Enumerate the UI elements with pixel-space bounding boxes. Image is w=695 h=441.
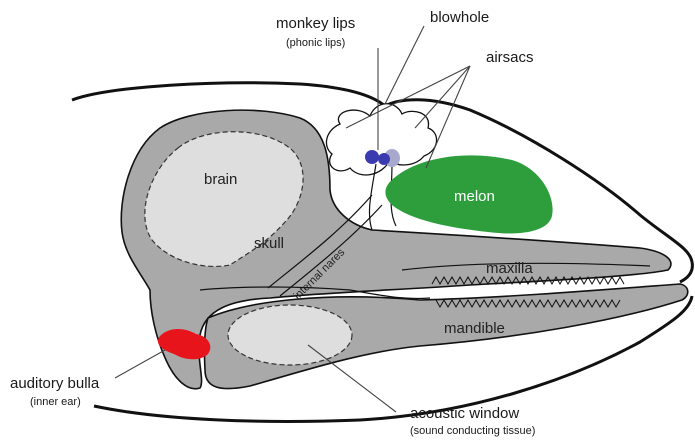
monkey-lips bbox=[365, 150, 379, 164]
label-inner-ear: (inner ear) bbox=[30, 396, 81, 408]
leader-bulla bbox=[115, 350, 165, 378]
label-airsacs: airsacs bbox=[486, 49, 534, 66]
label-mandible: mandible bbox=[444, 320, 505, 337]
label-blowhole: blowhole bbox=[430, 9, 489, 26]
leader-airsacs-3 bbox=[426, 66, 470, 168]
label-phonic-lips: (phonic lips) bbox=[286, 37, 345, 49]
leader-airsacs-2 bbox=[415, 66, 470, 128]
label-brain: brain bbox=[204, 171, 237, 188]
label-acoustic-window: acoustic window bbox=[410, 405, 519, 422]
label-melon: melon bbox=[454, 188, 495, 205]
label-auditory-bulla: auditory bulla bbox=[10, 375, 100, 392]
label-sound-conducting: (sound conducting tissue) bbox=[410, 425, 535, 437]
monkey-lips-pair bbox=[378, 153, 390, 165]
label-maxilla: maxilla bbox=[486, 260, 533, 277]
acoustic-window bbox=[228, 305, 352, 365]
label-monkey-lips: monkey lips bbox=[276, 15, 355, 32]
label-skull: skull bbox=[254, 235, 284, 252]
